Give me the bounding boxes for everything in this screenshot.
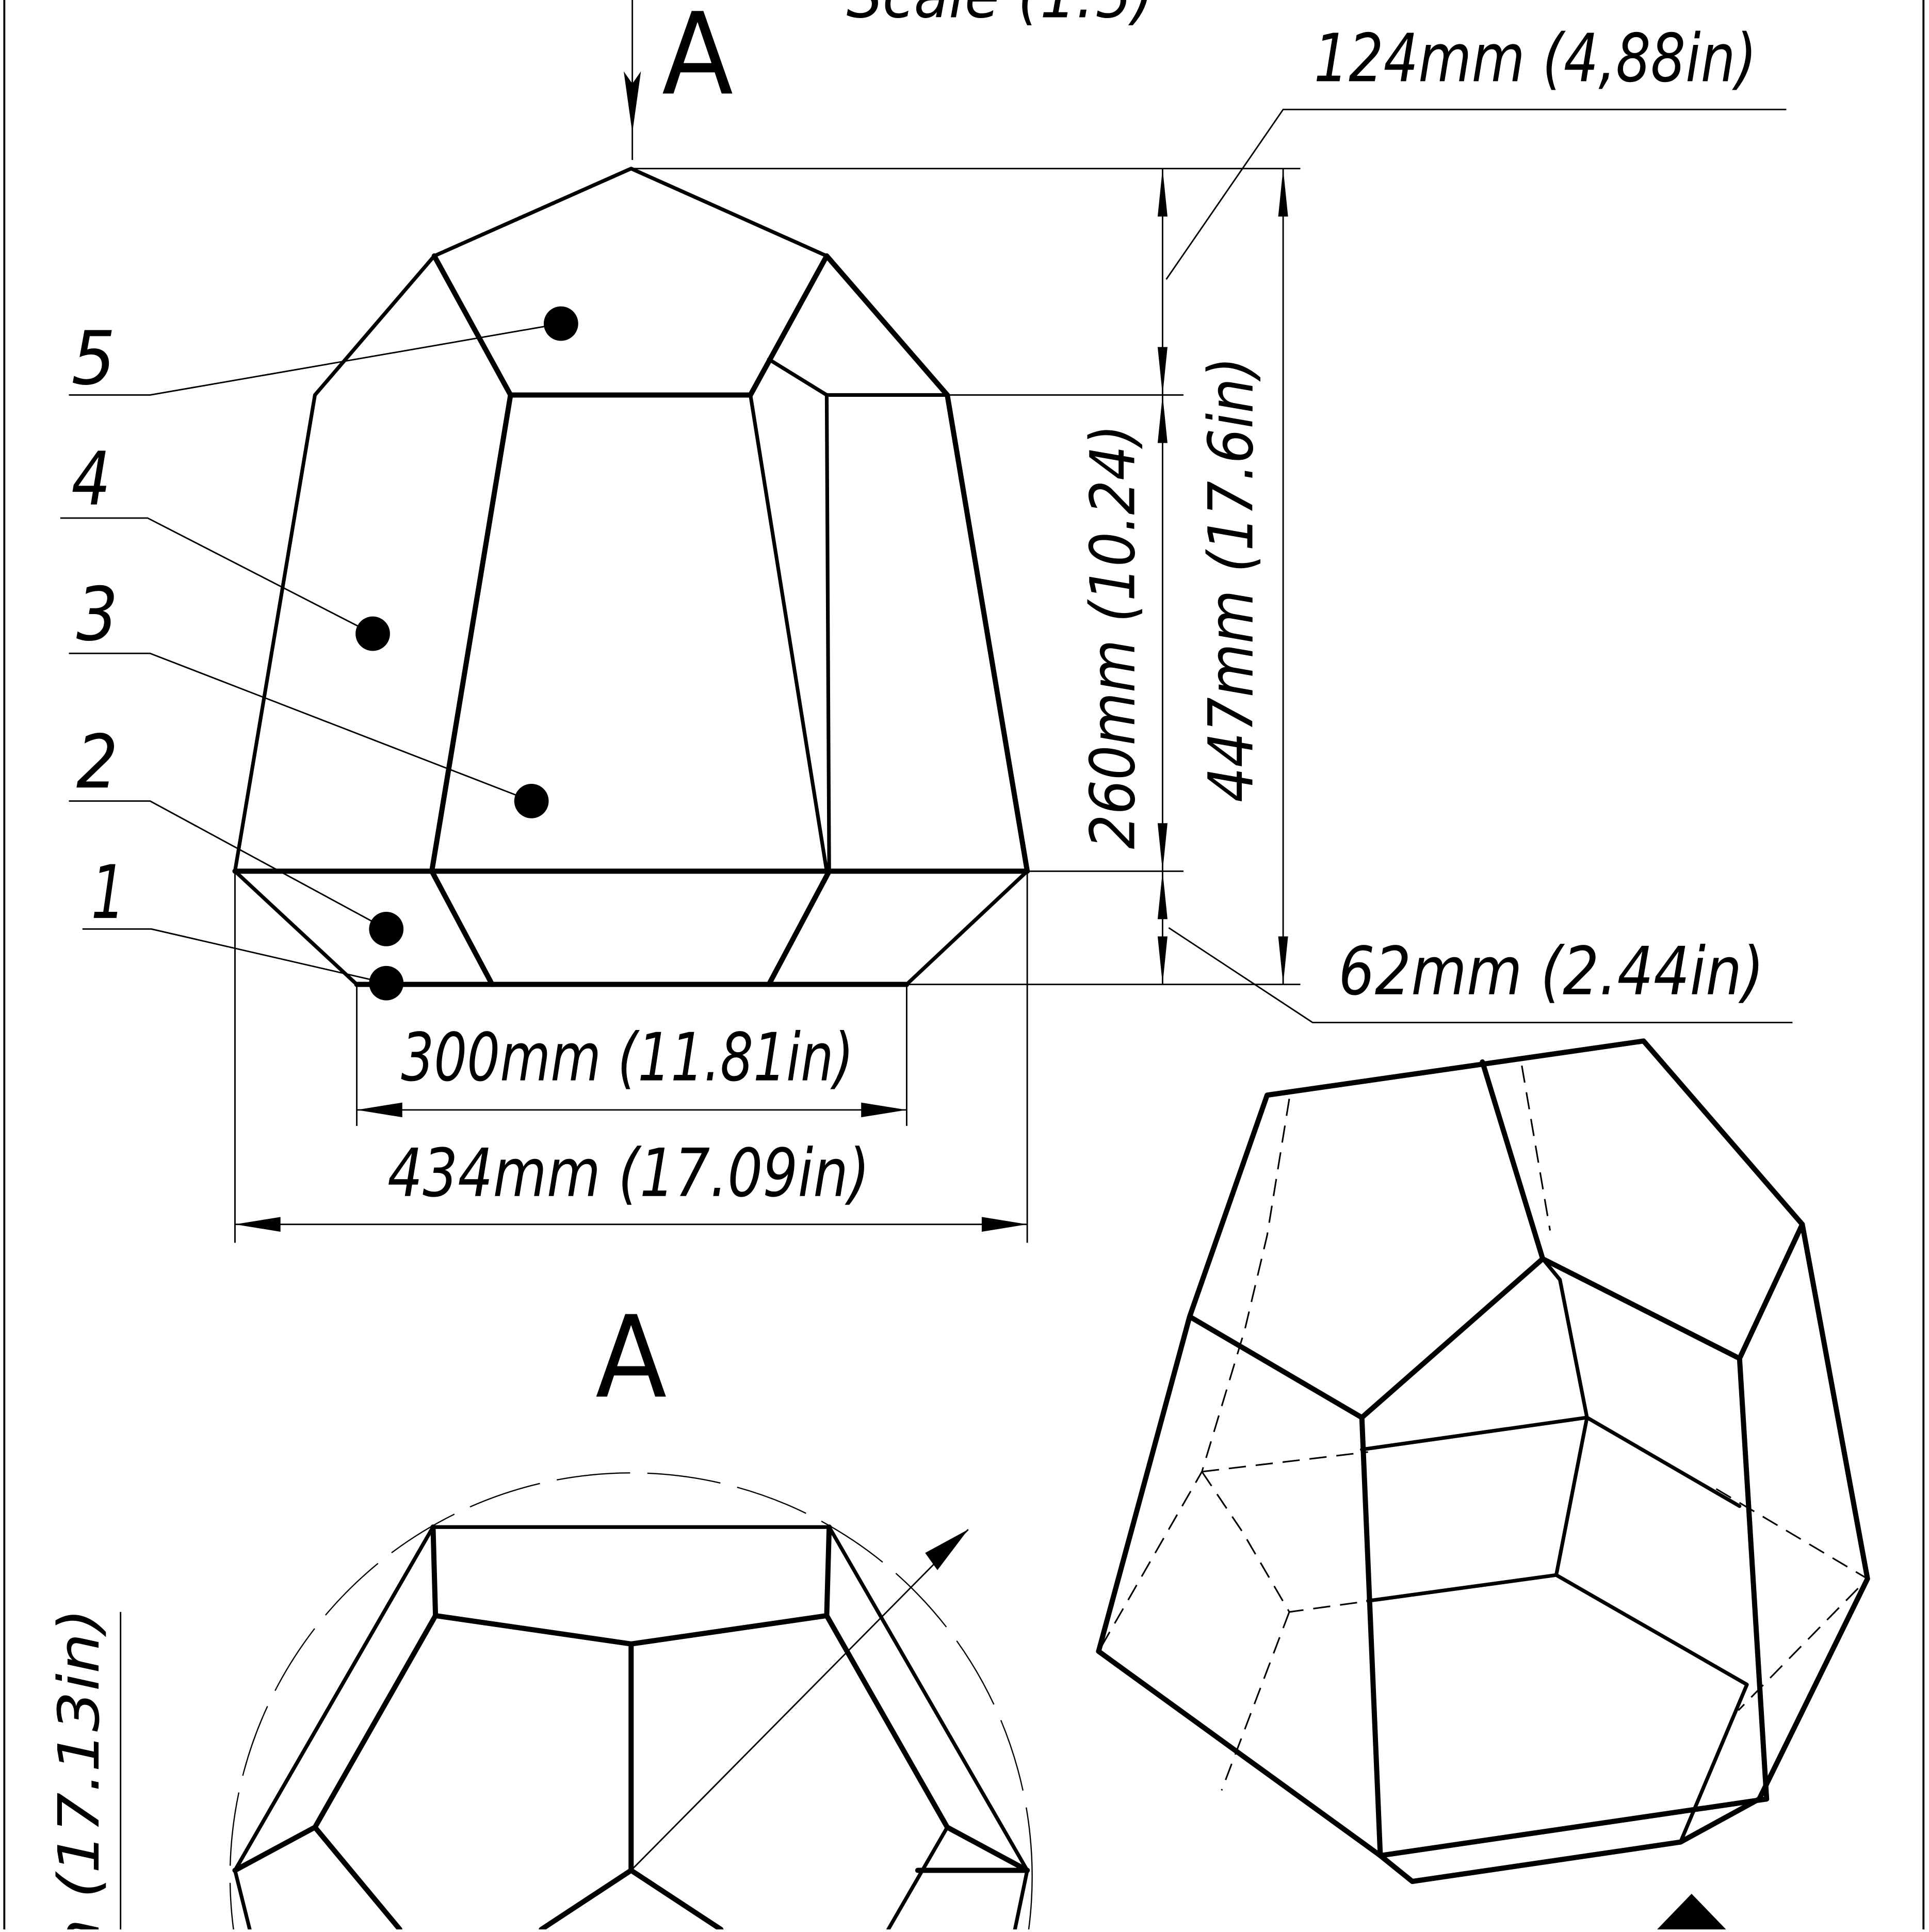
svg-text:1: 1 <box>91 849 125 936</box>
section-a-arrow <box>623 0 641 160</box>
side-view <box>232 167 1030 987</box>
sheet-border <box>3 0 1925 1929</box>
view-a-title: A <box>595 1291 667 1423</box>
dim-middle-height: 260mm (10.24) <box>1078 425 1149 849</box>
dim-top-cap-height: 124mm (4,88in) <box>1314 20 1757 97</box>
dim-total-height: 447mm (17.6in) <box>1195 357 1267 802</box>
dim-bottom-width: 300mm (11.81in) <box>401 1019 854 1097</box>
view-marker-triangle-icon <box>1657 1893 1726 1929</box>
scale-label: Scale (1:5) <box>847 0 1154 32</box>
callout-5: 5 <box>69 306 578 401</box>
svg-text:3: 3 <box>76 571 118 657</box>
part-callouts: 5 4 3 2 1 <box>60 306 578 1001</box>
svg-text:2: 2 <box>76 719 118 805</box>
section-a-letter: A <box>662 0 733 120</box>
callout-3: 3 <box>69 571 549 818</box>
callout-4: 4 <box>60 436 390 651</box>
dim-bottom-height: 62mm (2.44in) <box>1338 933 1764 1010</box>
svg-text:5: 5 <box>71 315 116 401</box>
horizontal-dimensions <box>234 871 1028 1243</box>
vertical-dimensions <box>631 108 1793 1024</box>
view-a <box>229 1472 1033 1932</box>
callout-1: 1 <box>82 849 404 1001</box>
dim-view-a-partial: n (17.13in) <box>46 1608 112 1929</box>
svg-text:4: 4 <box>71 436 110 522</box>
isometric-view <box>1096 1038 1870 1885</box>
dim-overall-width: 434mm (17.09in) <box>387 1135 870 1212</box>
callout-2: 2 <box>69 719 404 946</box>
